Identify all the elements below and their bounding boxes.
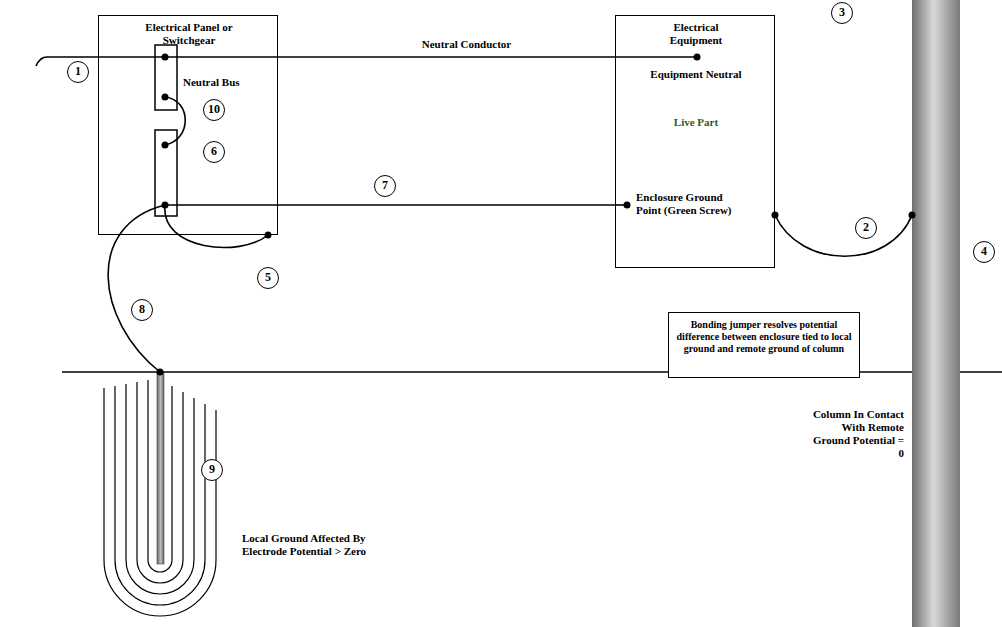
- equipment-box: Electrical EquipmentEquipment NeutralLiv…: [615, 15, 775, 268]
- callout-number: 8: [131, 299, 153, 321]
- note-text: Bonding jumper resolves potential differ…: [676, 319, 852, 355]
- callout-number: 6: [203, 141, 225, 163]
- ground-bus-bar: [155, 130, 177, 216]
- column-note: Column In Contact With Remote Ground Pot…: [812, 408, 904, 460]
- local-ground-note: Local Ground Affected By Electrode Poten…: [242, 532, 372, 558]
- callout-number: 9: [201, 459, 223, 481]
- callout-number: 1: [67, 61, 89, 83]
- live-part-label: Live Part: [626, 116, 766, 129]
- ground-surface: [62, 371, 1002, 373]
- bus-label: Neutral Bus: [183, 76, 263, 89]
- wire-label: Neutral Conductor: [420, 38, 514, 51]
- neutral-label: Equipment Neutral: [626, 68, 766, 81]
- building-column: [912, 0, 960, 627]
- note-box: Bonding jumper resolves potential differ…: [668, 312, 860, 378]
- ground-electrode: [157, 372, 164, 564]
- terminal-dots: [157, 54, 916, 376]
- wiring: [36, 57, 912, 372]
- panel-box: Electrical Panel or SwitchgearNeutral Bu…: [98, 15, 278, 235]
- callout-number: 3: [831, 2, 853, 24]
- callout-number: 10: [203, 99, 225, 121]
- callout-number: 2: [855, 217, 877, 239]
- callout-number: 7: [374, 175, 396, 197]
- conductor-wire: [278, 56, 615, 58]
- ground-point-label: Enclosure Ground Point (Green Screw): [636, 191, 736, 217]
- panel-title: Electrical Panel or Switchgear: [129, 21, 249, 47]
- conductor-wire: [278, 204, 615, 206]
- equipment-title: Electrical Equipment: [646, 21, 746, 47]
- callout-number: 5: [257, 267, 279, 289]
- callout-number: 4: [973, 241, 995, 263]
